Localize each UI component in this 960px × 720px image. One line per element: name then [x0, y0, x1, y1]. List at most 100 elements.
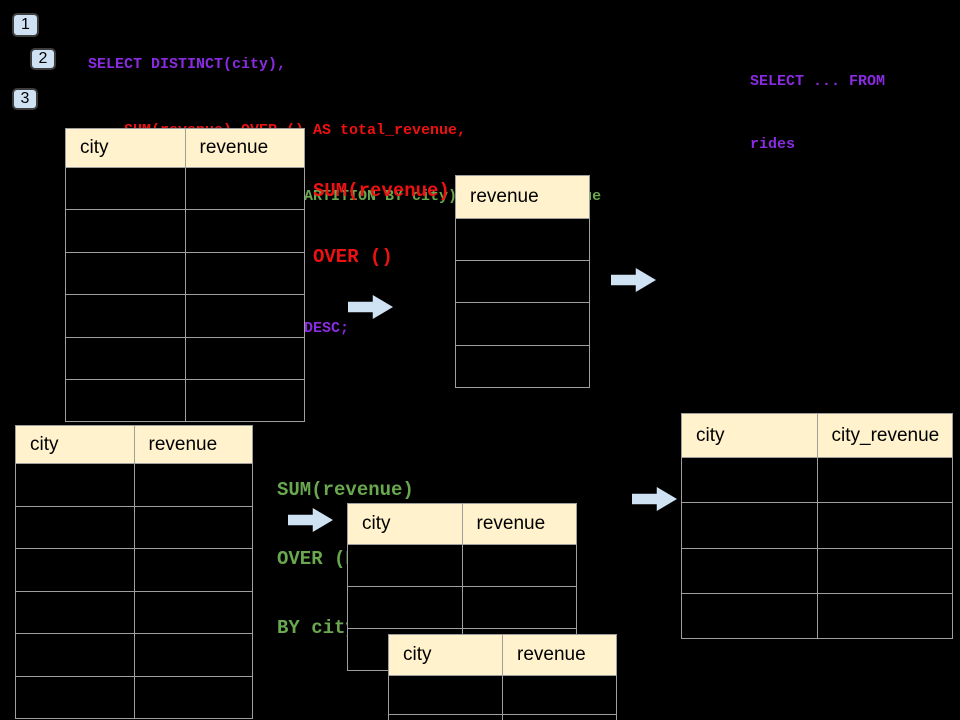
label-line: SUM(revenue)	[313, 180, 450, 202]
table-cell	[682, 458, 818, 503]
table-header-row: city city_revenue	[682, 414, 952, 457]
table-cell	[135, 677, 253, 719]
step-badge-3: 3	[12, 88, 38, 110]
table-total-revenue-result: revenue	[455, 175, 590, 388]
table-row	[682, 592, 953, 639]
column-header: revenue	[470, 186, 539, 207]
table-cell	[66, 210, 186, 252]
table-cell	[348, 545, 463, 586]
arrow-right-icon	[611, 268, 656, 292]
table-row	[66, 251, 304, 295]
table-cell	[16, 464, 135, 506]
table-cell	[186, 168, 305, 209]
table-cell	[66, 168, 186, 210]
table-cell	[463, 587, 577, 628]
select-from-rides-note: SELECT ... FROM rides	[750, 29, 885, 197]
note-line: SELECT ... FROM	[750, 73, 886, 90]
table-row	[16, 590, 253, 634]
table-cell	[503, 715, 616, 720]
table-cell	[186, 210, 305, 251]
table-partition-result-overlap: city revenue	[388, 634, 617, 720]
table-cell	[66, 295, 186, 337]
table-cell	[818, 594, 953, 638]
table-cell	[456, 219, 589, 260]
table-header-row: revenue	[456, 176, 589, 218]
column-header: city	[16, 426, 135, 463]
table-cell	[66, 337, 186, 379]
table-city-revenue-result: city city_revenue	[681, 413, 953, 640]
table-row	[16, 505, 253, 549]
table-cell	[682, 503, 818, 548]
label-line: OVER ()	[313, 246, 393, 268]
table-cell	[818, 549, 953, 593]
table-row	[16, 633, 252, 676]
table-row	[16, 463, 252, 506]
table-row	[456, 260, 589, 302]
table-source-top: city revenue	[65, 128, 305, 423]
table-cell	[503, 676, 616, 714]
table-cell	[389, 715, 503, 720]
table-cell	[135, 464, 253, 506]
step-badge-1: 1	[12, 13, 39, 37]
table-cell	[389, 676, 503, 714]
table-cell	[186, 338, 305, 379]
table-cell	[135, 549, 253, 591]
note-line: rides	[750, 136, 796, 153]
total-revenue-window-label: SUM(revenue) OVER ()	[313, 136, 450, 312]
table-row	[66, 294, 305, 337]
table-row	[389, 675, 616, 714]
column-header: city_revenue	[831, 424, 940, 446]
table-cell	[818, 458, 953, 502]
table-row	[456, 344, 589, 387]
step-badge-2: 2	[30, 48, 56, 70]
table-cell	[16, 549, 135, 591]
table-row	[682, 502, 953, 548]
table-header-row: city revenue	[66, 129, 304, 167]
table-row	[66, 209, 305, 252]
table-row	[66, 378, 305, 422]
table-row	[456, 302, 589, 344]
table-row	[16, 675, 253, 719]
column-header: revenue	[517, 644, 586, 665]
table-cell	[463, 545, 577, 586]
table-cell	[456, 261, 589, 302]
table-cell	[186, 295, 305, 336]
table-cell	[16, 676, 135, 718]
code-line: SELECT DISTINCT(city),	[88, 56, 287, 73]
table-header-row: city revenue	[348, 504, 576, 544]
table-cell	[818, 503, 953, 547]
table-row	[389, 714, 616, 720]
table-cell	[135, 592, 253, 634]
column-header: revenue	[476, 513, 546, 534]
column-header: revenue	[148, 433, 218, 455]
table-cell	[186, 380, 305, 421]
table-row	[16, 548, 252, 591]
table-cell	[456, 346, 589, 387]
table-header-row: city revenue	[16, 426, 252, 463]
table-cell	[682, 593, 818, 639]
table-cell	[135, 507, 253, 549]
table-row	[348, 586, 576, 628]
column-header: city	[348, 504, 463, 544]
table-cell	[16, 591, 135, 633]
column-header: revenue	[199, 137, 269, 158]
table-cell	[66, 252, 186, 295]
table-cell	[66, 379, 186, 422]
table-row	[66, 167, 305, 210]
column-header: city	[682, 414, 818, 457]
table-cell	[682, 548, 818, 593]
table-row	[682, 547, 953, 593]
table-row	[456, 218, 589, 260]
column-header: city	[389, 635, 503, 675]
table-cell	[16, 506, 135, 548]
table-row	[66, 336, 305, 379]
column-header: city	[66, 129, 186, 167]
table-row	[682, 457, 953, 503]
table-cell	[16, 634, 135, 676]
table-cell	[456, 303, 589, 344]
label-line: SUM(revenue)	[277, 479, 414, 501]
table-source-bottom: city revenue	[15, 425, 253, 719]
table-row	[348, 544, 576, 586]
arrow-right-icon	[632, 487, 677, 511]
